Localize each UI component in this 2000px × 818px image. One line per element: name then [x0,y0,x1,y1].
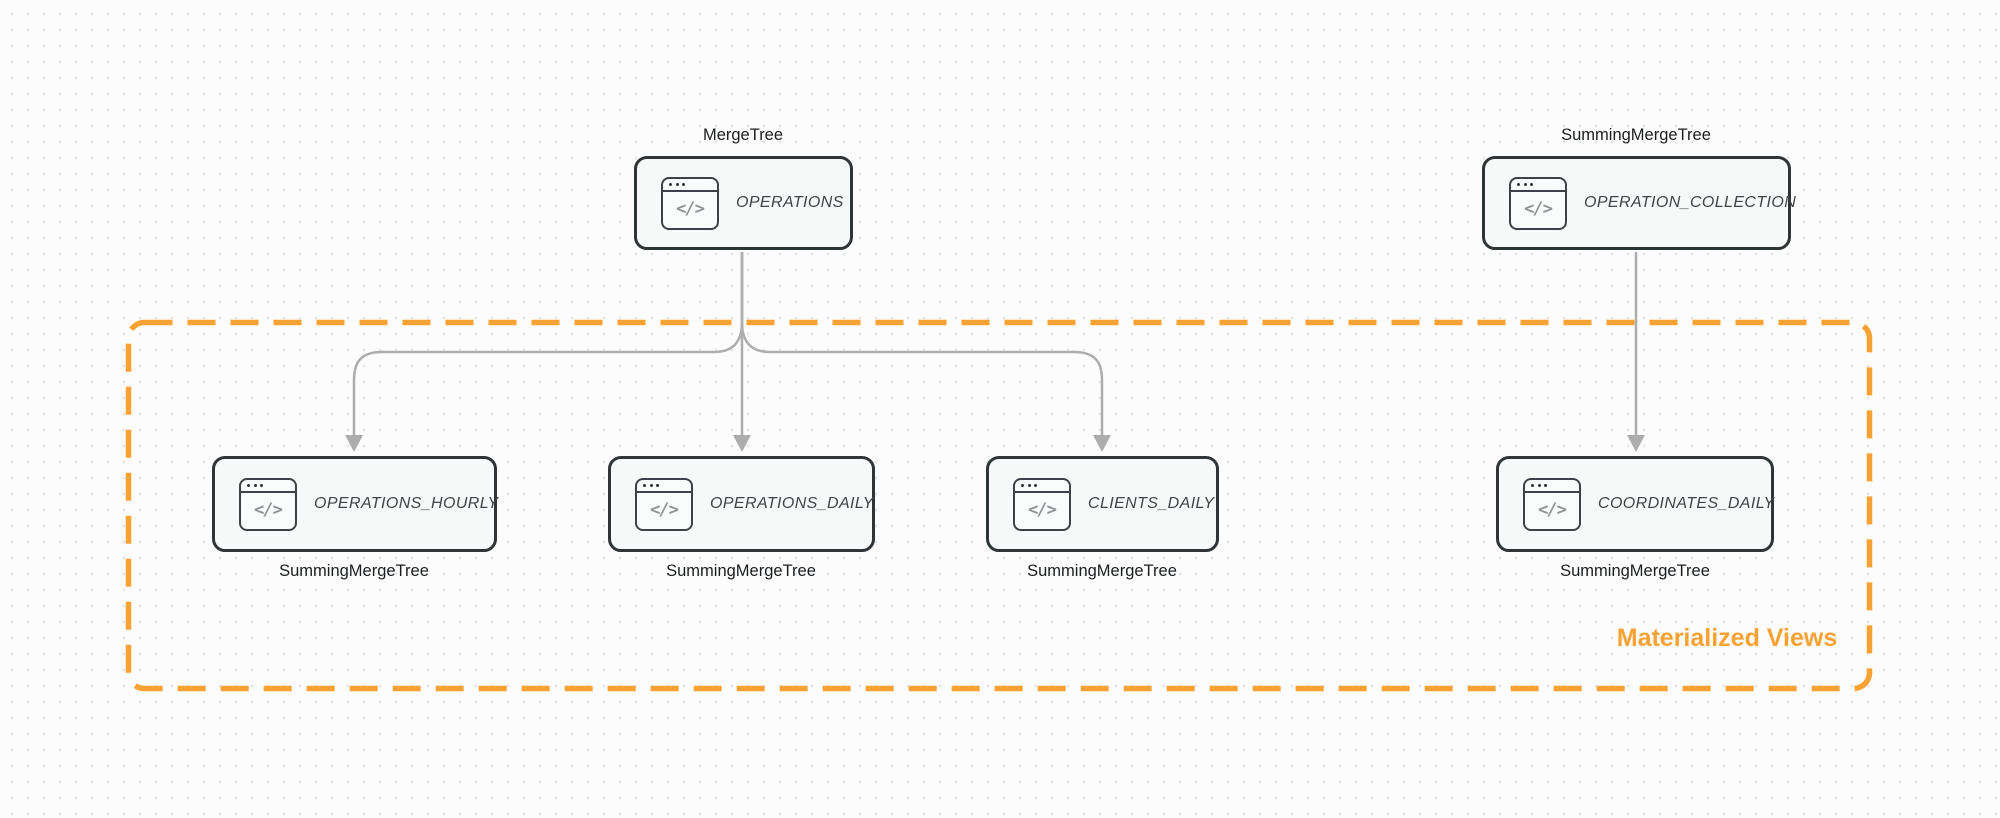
window-dot [682,182,685,186]
window-dot [247,483,250,487]
arrowhead [1093,435,1111,452]
engine-label-coordinates-daily: SummingMergeTree [1560,562,1710,580]
node-operations-daily[interactable]: </> OPERATIONS_DAILY [608,456,875,552]
window-bar [241,480,295,493]
materialized-views-label: Materialized Views [1616,624,1838,652]
window-dot [656,483,659,487]
arrowhead [1627,435,1645,452]
window-dot [1034,483,1037,487]
node-clients-daily[interactable]: </> CLIENTS_DAILY [986,456,1219,552]
window-bar [637,480,691,493]
window-dot [1544,483,1547,487]
code-glyph: </> [1538,500,1567,520]
arrowhead [345,435,363,452]
node-title: OPERATION_COLLECTION [1584,194,1797,211]
window-dot [1530,182,1533,186]
window-dot [1523,182,1527,186]
node-title: OPERATIONS_HOURLY [314,495,499,512]
window-dot [1021,483,1024,487]
code-window-icon: </> [1523,477,1581,531]
engine-label-clients-daily: SummingMergeTree [1027,562,1177,580]
window-bar [1015,480,1069,493]
node-operations-hourly[interactable]: </> OPERATIONS_HOURLY [212,456,499,552]
edge-operations-to-operations-hourly[interactable] [345,252,744,452]
window-dot [643,483,646,487]
code-glyph: </> [1028,500,1057,520]
edge-operations-to-clients-daily[interactable] [740,252,1111,452]
code-window-icon: </> [661,176,719,230]
window-dot [675,182,679,186]
node-title: COORDINATES_DAILY [1598,495,1775,512]
code-glyph: </> [676,199,705,219]
window-dot [669,182,672,186]
node-title: CLIENTS_DAILY [1088,495,1215,512]
code-glyph: </> [1524,199,1553,219]
materialized-views-group-frame[interactable] [125,319,1873,692]
window-bar [663,179,717,192]
window-bar [1511,179,1565,192]
node-title: OPERATIONS [736,194,844,211]
window-dot [260,483,263,487]
node-coordinates-daily[interactable]: </> COORDINATES_DAILY [1496,456,1774,552]
node-title: OPERATIONS_DAILY [710,495,874,512]
edge-operation-collection-to-coordinates-daily[interactable] [1627,252,1645,452]
window-bar [1525,480,1579,493]
code-window-icon: </> [635,477,693,531]
code-window-icon: </> [239,477,297,531]
arrowhead [733,435,751,452]
window-dot [649,483,653,487]
code-glyph: </> [254,500,283,520]
engine-label-operations-daily: SummingMergeTree [666,562,816,580]
engine-label-operations-hourly: SummingMergeTree [279,562,429,580]
code-window-icon: </> [1509,176,1567,230]
window-dot [1537,483,1541,487]
engine-label-operation-collection: SummingMergeTree [1561,126,1711,144]
window-dot [1517,182,1520,186]
window-dot [253,483,257,487]
node-operations[interactable]: </> OPERATIONS [634,156,853,250]
engine-label-operations: MergeTree [702,126,784,144]
code-glyph: </> [650,500,679,520]
node-operation-collection[interactable]: </> OPERATION_COLLECTION [1482,156,1796,250]
window-dot [1027,483,1031,487]
code-window-icon: </> [1013,477,1071,531]
window-dot [1531,483,1534,487]
